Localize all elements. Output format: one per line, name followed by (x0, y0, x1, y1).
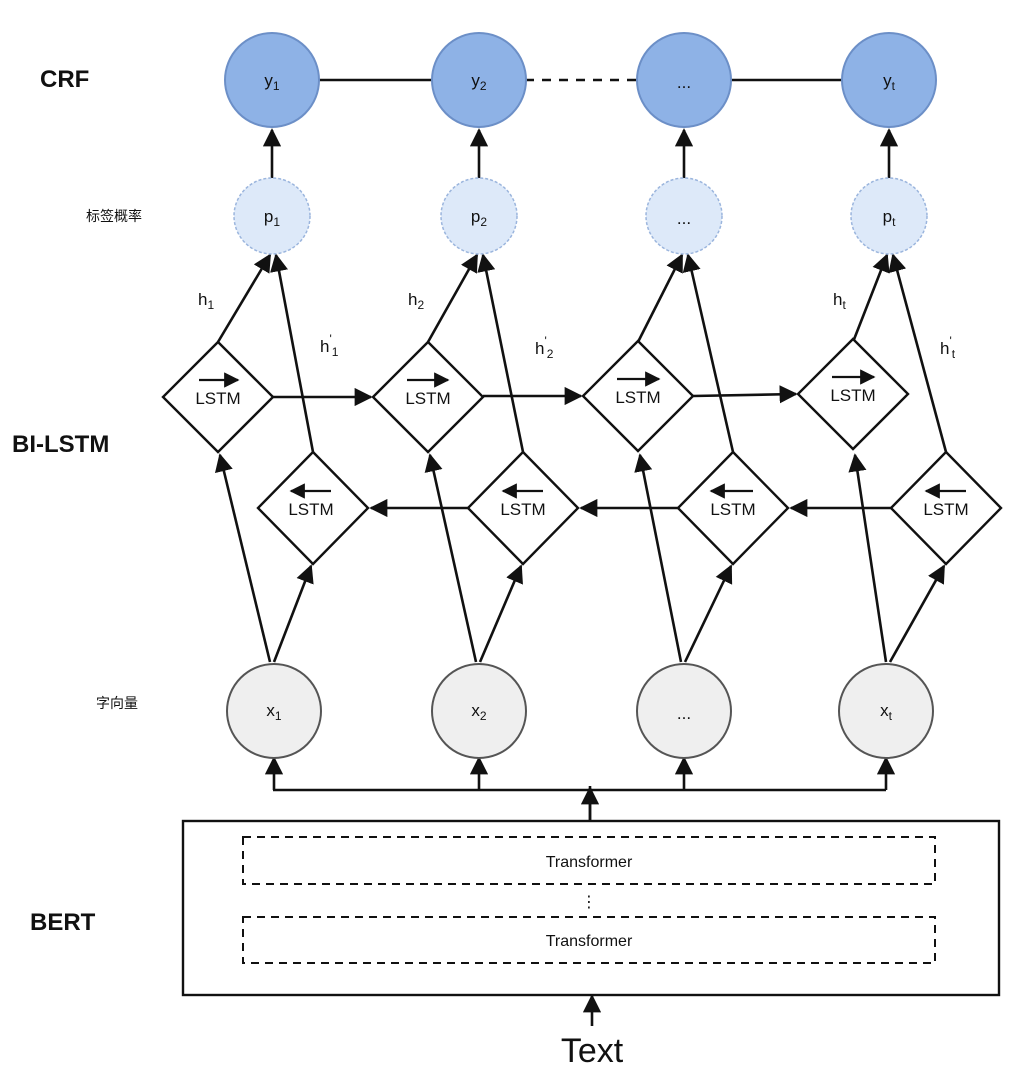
prob-node-p2: p2 (440, 177, 518, 255)
fwd-lstmt-to-pt-arrow (851, 253, 890, 343)
backward-lstm-3: LSTM (676, 450, 790, 566)
backward-lstm-t: LSTM (889, 450, 1003, 566)
h-label-t: ht (833, 290, 846, 312)
svg-text:y1: y1 (264, 71, 280, 93)
svg-text:LSTM: LSTM (500, 500, 545, 519)
svg-text:yt: yt (883, 71, 896, 93)
h-prime-label-t: h't (940, 334, 956, 361)
svg-text:LSTM: LSTM (405, 389, 450, 408)
svg-text:Transformer: Transformer (546, 854, 633, 871)
xt-to-fwd-lstmt-arrow (848, 453, 888, 663)
char-vec-layer-label: 字向量 (96, 695, 138, 711)
fwd-lstm2-to-p2-arrow (426, 253, 479, 343)
bilstm-layer-label: BI-LSTM (12, 431, 109, 458)
svg-text:x2: x2 (471, 701, 487, 723)
svg-text:LSTM: LSTM (830, 386, 875, 405)
bert-layer-label: BERT (30, 909, 96, 936)
svg-text:pt: pt (883, 207, 896, 229)
svg-text:xt: xt (880, 701, 893, 723)
svg-text:y2: y2 (471, 71, 487, 93)
crf-node-y1: y1 (224, 32, 320, 128)
bwd-lstm1-to-p1-arrow (270, 253, 315, 453)
svg-text:...: ... (677, 209, 691, 228)
transformer-layer-bottom: Transformer (242, 916, 936, 964)
transformer-ellipsis: ⋮ (581, 894, 597, 911)
bert-block: Transformer ⋮ Transformer (181, 819, 1001, 997)
fwd-lstm3-to-p3-arrow (636, 253, 684, 343)
h-prime-label-2: h'2 (535, 334, 554, 361)
svg-text:LSTM: LSTM (923, 500, 968, 519)
xt-to-bwd-lstmt-arrow (888, 564, 946, 663)
x2-to-bwd-lstm2-arrow (478, 564, 523, 663)
svg-text:LSTM: LSTM (195, 389, 240, 408)
prob-node-pt: pt (850, 177, 928, 255)
svg-text:LSTM: LSTM (710, 500, 755, 519)
backward-lstm-1: LSTM (256, 450, 370, 566)
char-node-x1: x1 (226, 663, 322, 759)
svg-text:LSTM: LSTM (615, 388, 660, 407)
svg-text:x1: x1 (266, 701, 282, 723)
prob-node-p1: p1 (233, 177, 311, 255)
x1-to-bwd-lstm1-arrow (272, 564, 314, 663)
svg-text:p1: p1 (264, 207, 280, 229)
x1-to-fwd-lstm1-arrow (215, 453, 272, 663)
x2-to-fwd-lstm2-arrow (424, 453, 478, 663)
svg-text:p2: p2 (471, 207, 487, 229)
char-node-x2: x2 (431, 663, 527, 759)
crf-node-ellipsis: ... (636, 32, 732, 128)
x3-to-fwd-lstm3-arrow (634, 453, 683, 663)
h-label-2: h2 (408, 290, 424, 312)
forward-lstm-3: LSTM (581, 339, 695, 453)
fwd-lstm-3-to-t-arrow (692, 385, 798, 404)
forward-lstm-t: LSTM (796, 337, 910, 451)
svg-text:Transformer: Transformer (546, 933, 633, 950)
svg-text:...: ... (677, 704, 691, 723)
h-prime-label-1: h'1 (320, 332, 339, 359)
backward-lstm-2: LSTM (466, 450, 580, 566)
bwd-lstmt-to-pt-arrow (888, 253, 948, 453)
text-input-label: Text (561, 1032, 624, 1070)
char-node-ellipsis: ... (636, 663, 732, 759)
crf-node-y2: y2 (431, 32, 527, 128)
x3-to-bwd-lstm3-arrow (683, 564, 733, 663)
bwd-lstm2-to-p2-arrow (477, 253, 525, 453)
bwd-lstm3-to-p3-arrow (682, 253, 735, 453)
prob-node-ellipsis: ... (645, 177, 723, 255)
svg-text:LSTM: LSTM (288, 500, 333, 519)
h-label-1: h1 (198, 290, 214, 312)
char-node-xt: xt (838, 663, 934, 759)
tag-prob-layer-label: 标签概率 (86, 208, 142, 224)
crf-layer-label: CRF (40, 66, 89, 93)
transformer-layer-top: Transformer (242, 836, 936, 885)
svg-text:...: ... (677, 73, 691, 92)
forward-lstm-2: LSTM (371, 340, 485, 454)
fwd-lstm1-to-p1-arrow (216, 253, 272, 343)
forward-lstm-1: LSTM (161, 340, 275, 454)
crf-node-yt: yt (841, 32, 937, 128)
